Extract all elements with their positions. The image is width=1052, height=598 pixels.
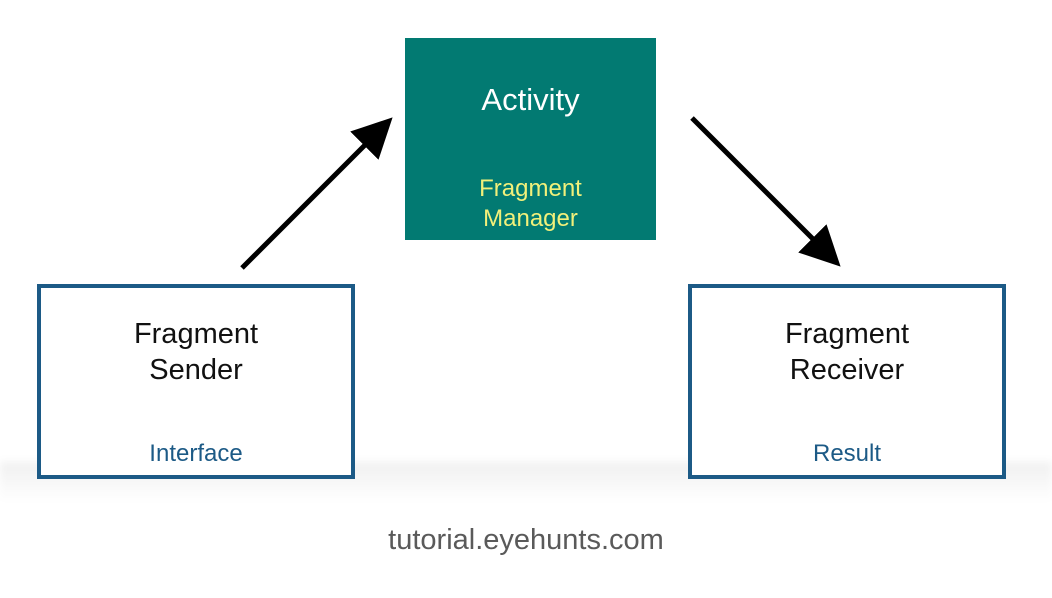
fragment-sender-title: Fragment Sender [37, 316, 355, 388]
fragment-manager-line1: Fragment [479, 175, 582, 202]
arrow-activity-to-receiver [690, 116, 841, 267]
fragment-manager-label: Fragment Manager [405, 174, 656, 234]
fragment-sender-text: Fragment Sender Interface [37, 0, 355, 598]
fragment-sender-line1: Fragment [133, 318, 259, 350]
fragment-sender-line2: Sender [149, 354, 243, 386]
interface-label: Interface [149, 440, 243, 467]
footer-watermark: tutorial.eyehunts.com [388, 524, 664, 556]
fragment-sender-box [37, 284, 355, 479]
result-label: Result [812, 440, 882, 467]
fragment-receiver-box [688, 284, 1006, 479]
arrow-sender-to-activity [240, 117, 393, 270]
fragment-receiver-title: Fragment Receiver [688, 316, 1006, 388]
fragment-receiver-line2: Receiver [789, 354, 905, 386]
fragment-receiver-line1: Fragment [784, 318, 910, 350]
fragment-manager-line2: Manager [483, 205, 578, 232]
activity-box: Activity Fragment Manager [405, 38, 656, 240]
fragment-receiver-text: Fragment Receiver Result [688, 0, 1006, 598]
activity-title: Activity [481, 82, 580, 117]
